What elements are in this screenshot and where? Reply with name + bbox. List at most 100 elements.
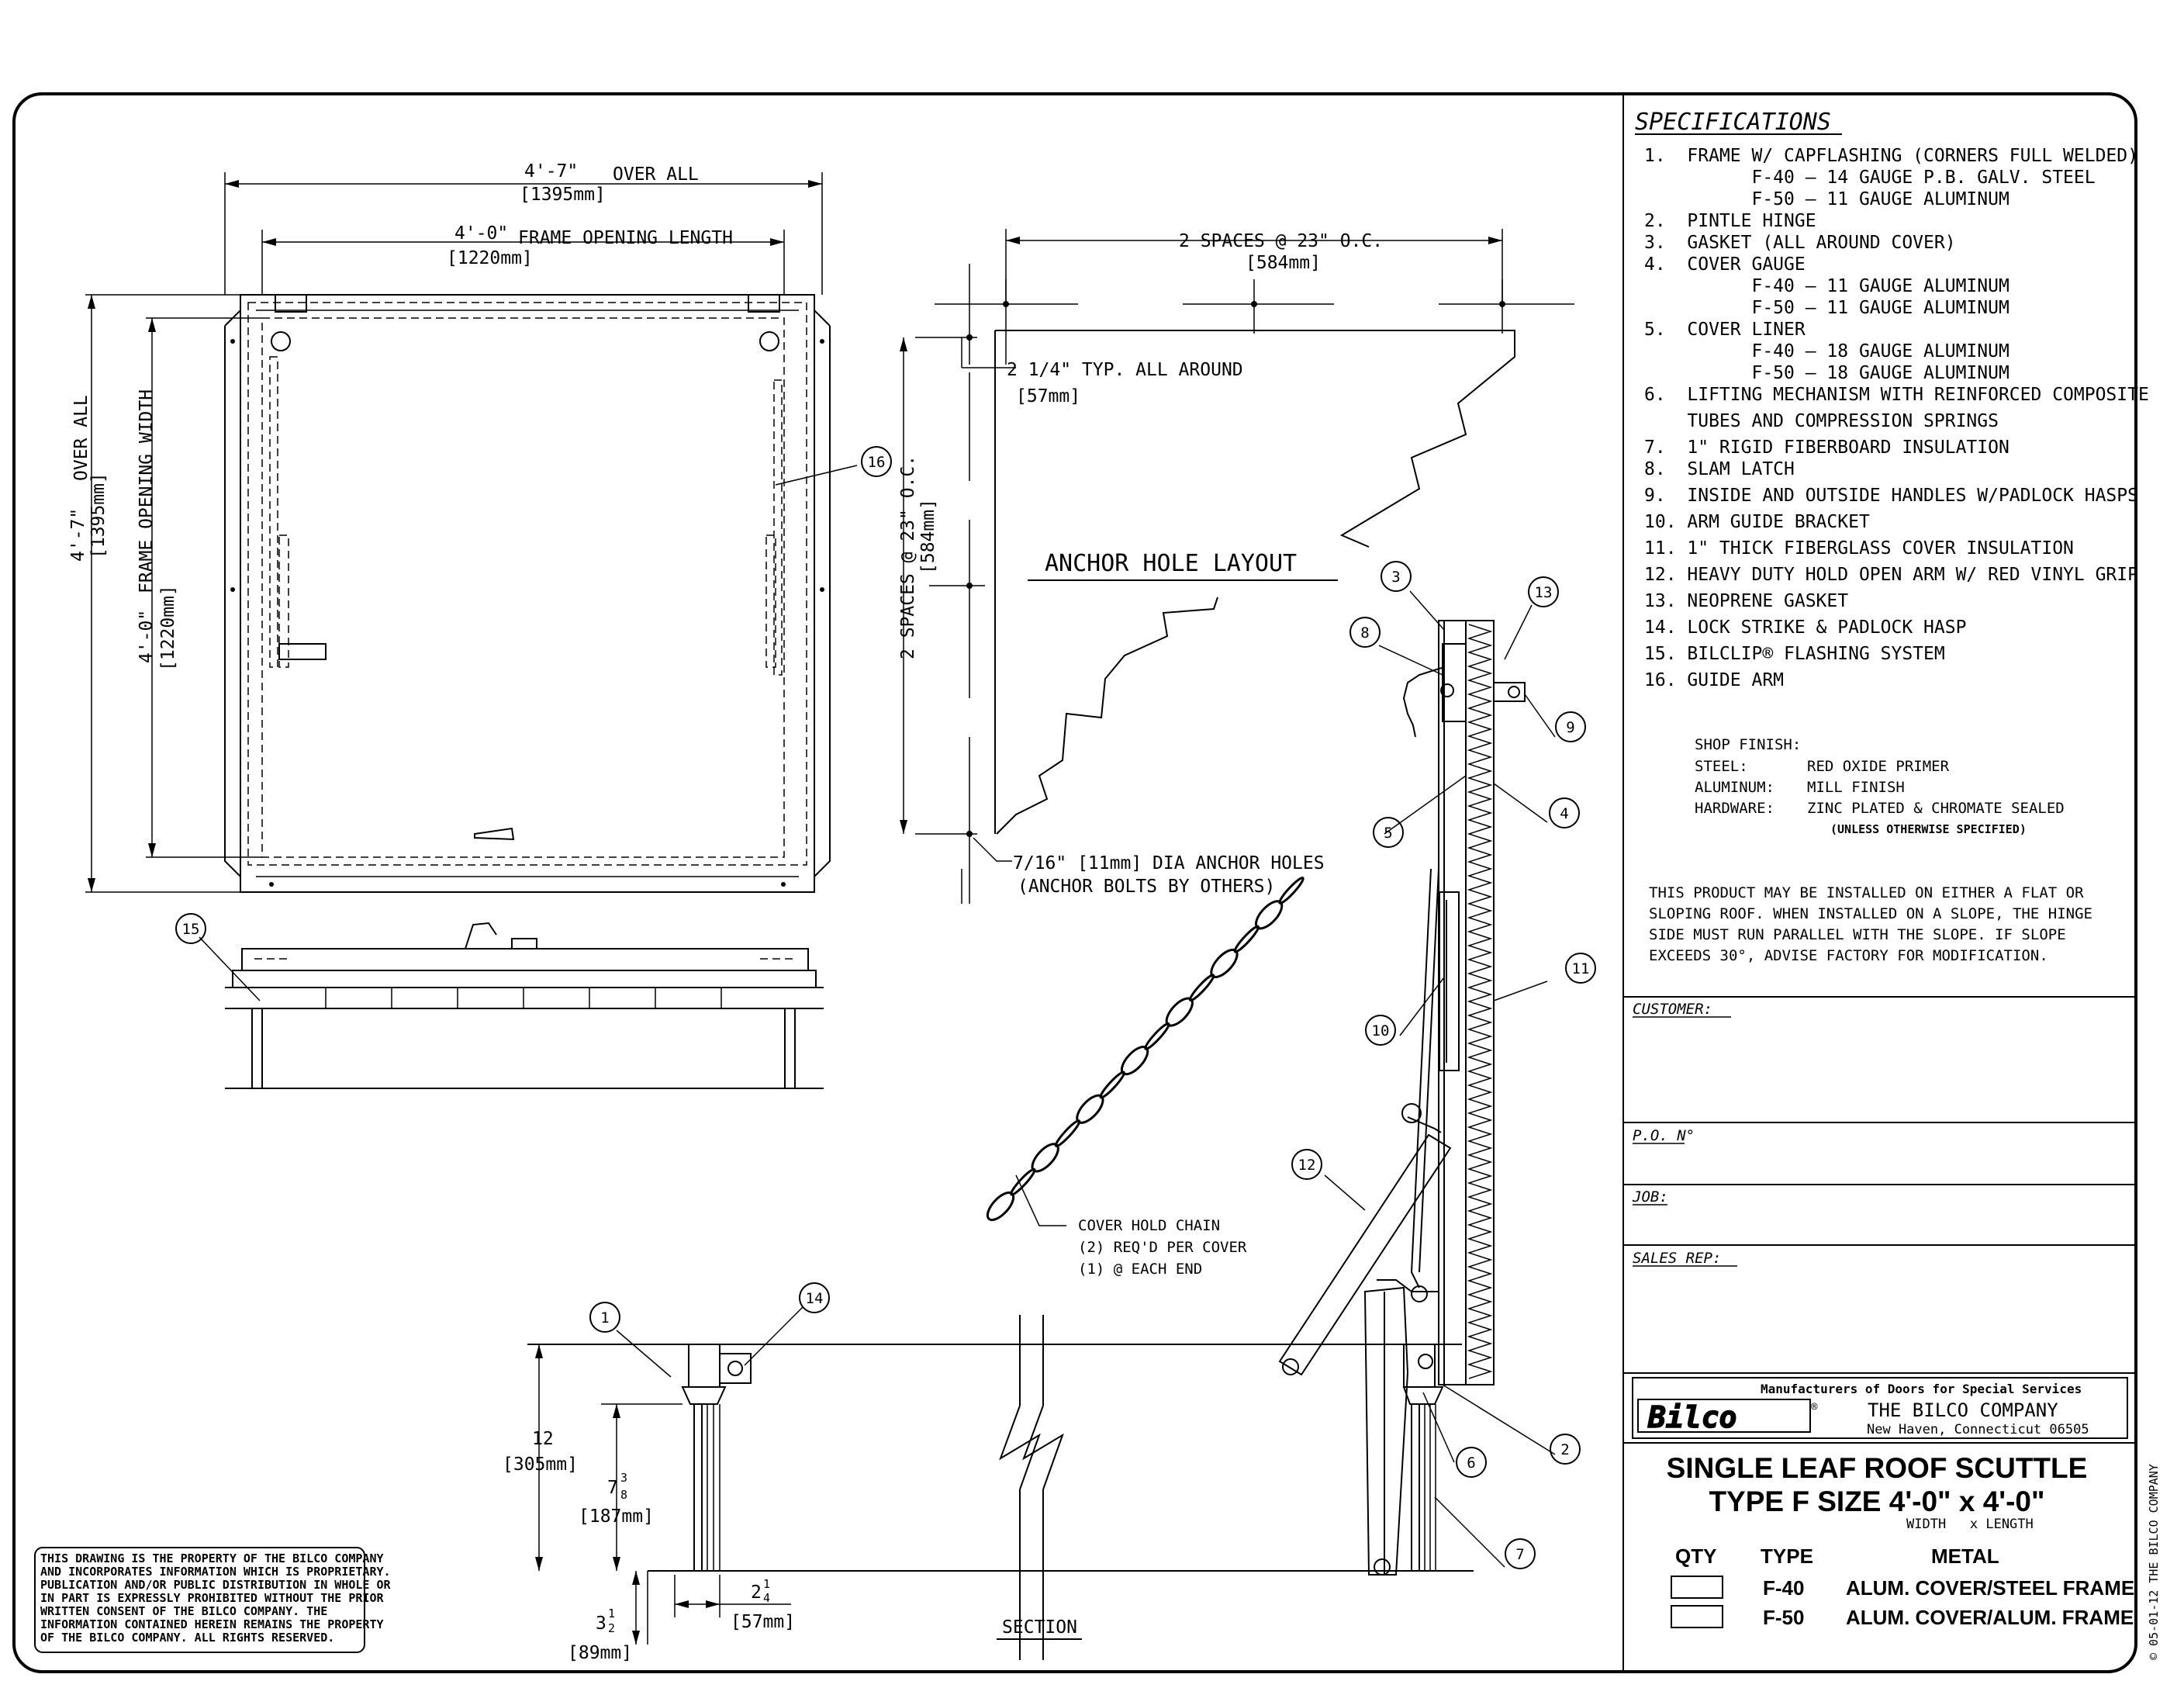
section-height-dim: 12 — [532, 1429, 554, 1449]
bilco-logo: Bilco — [1647, 1400, 1736, 1434]
section-width-den: 4 — [763, 1591, 770, 1605]
product-subtitle: WIDTH x LENGTH — [1906, 1517, 2034, 1532]
spec-line-3: F-50 – 11 GAUGE ALUMINUM — [1644, 189, 2009, 209]
spec-line-8: F-50 – 11 GAUGE ALUMINUM — [1644, 298, 2009, 318]
spec-line-14: 7. 1" RIGID FIBERBOARD INSULATION — [1644, 438, 2009, 458]
plan-side-overall-dim: 4'-7" — [68, 508, 88, 562]
plan-frame-length-mm: [1220mm] — [447, 248, 533, 268]
callout-8 — [1349, 617, 1381, 648]
callout-7-number: 7 — [1515, 1546, 1524, 1563]
elevation-view — [225, 922, 824, 1089]
callout-16-number: 16 — [868, 454, 886, 471]
plan-overall-note: OVER ALL — [613, 164, 699, 185]
spec-line-2: F-40 – 14 GAUGE P.B. GALV. STEEL — [1644, 168, 2096, 188]
company-tagline: Manufacturers of Doors for Special Servi… — [1761, 1382, 2082, 1396]
notice-line-4: IN PART IS EXPRESSLY PROHIBITED WITHOUT … — [40, 1591, 384, 1605]
drawing-border — [12, 92, 2137, 1673]
callout-9-number: 9 — [1566, 719, 1574, 736]
anchor-spacing-side: 2 SPACES @ 23" O.C. — [898, 455, 918, 659]
plan-view: 4'-7" OVER ALL [1395mm] 4'-0" FRAME OPEN… — [68, 161, 831, 893]
spec-line-1: 1. FRAME W/ CAPFLASHING (CORNERS FULL WE… — [1644, 146, 2138, 166]
callout-2 — [1550, 1434, 1581, 1465]
order-fields: CUSTOMER: P.O. N° JOB: SALES REP: — [1623, 996, 2136, 1374]
product-title-2: TYPE F SIZE 4'-0" x 4'-0" — [1709, 1486, 2044, 1517]
callout-10-number: 10 — [1372, 1022, 1390, 1039]
section-width-num: 1 — [763, 1577, 770, 1591]
po-label: P.O. N° — [1633, 1127, 1695, 1144]
finish-note: (UNLESS OTHERWISE SPECIFIED) — [1830, 822, 2027, 836]
spec-line-21: 14. LOCK STRIKE & PADLOCK HASP — [1644, 617, 1966, 638]
plan-frame-width-mm: [1220mm] — [158, 585, 178, 671]
finish-steel-key: STEEL: — [1695, 758, 1748, 775]
spec-line-15: 8. SLAM LATCH — [1644, 459, 1795, 479]
section-view: SECTION 12 [305mm] 7 3 8 [187mm] 2 1 4 [… — [503, 620, 1526, 1663]
spec-line-4: 2. PINTLE HINGE — [1644, 211, 1816, 231]
company-address: New Haven, Connecticut 06505 — [1867, 1422, 2089, 1437]
finish-hardware-key: HARDWARE: — [1695, 800, 1774, 817]
metal-f40: ALUM. COVER/STEEL FRAME — [1846, 1576, 2134, 1600]
anchor-spacing-side-mm: [584mm] — [918, 499, 938, 574]
install-note-3: SIDE MUST RUN PARALLEL WITH THE SLOPE. I… — [1649, 926, 2066, 943]
spec-line-9: 5. COVER LINER — [1644, 320, 1806, 340]
plan-side-overall-note: OVER ALL — [71, 395, 92, 481]
callout-5 — [1373, 817, 1404, 848]
callout-12-number: 12 — [1298, 1157, 1316, 1174]
callout-1-number: 1 — [600, 1309, 609, 1327]
callout-12 — [1291, 1149, 1322, 1180]
spec-line-17: 10. ARM GUIDE BRACKET — [1644, 512, 1870, 532]
finish-hardware-value: ZINC PLATED & CHROMATE SEALED — [1807, 800, 2065, 817]
spec-line-20: 13. NEOPRENE GASKET — [1644, 591, 1848, 611]
finish-heading: SHOP FINISH: — [1695, 736, 1801, 753]
plan-frame-width-note: FRAME OPENING WIDTH — [136, 389, 157, 593]
chain-link — [1144, 1022, 1170, 1050]
qty-box-f40[interactable] — [1671, 1576, 1723, 1599]
col-metal-header: METAL — [1931, 1544, 1999, 1568]
anchor-spacing-top: 2 SPACES @ 23" O.C. — [1179, 231, 1383, 251]
company-block: Manufacturers of Doors for Special Servi… — [1623, 1377, 2136, 1444]
spec-line-11: F-50 – 18 GAUGE ALUMINUM — [1644, 363, 2009, 383]
section-inner-height-den: 8 — [620, 1488, 627, 1502]
notice-line-3: PUBLICATION AND/OR PUBLIC DISTRIBUTION I… — [40, 1578, 392, 1592]
section-width-mm: [57mm] — [731, 1612, 795, 1632]
callout-5-number: 5 — [1384, 825, 1392, 842]
product-title-1: SINGLE LEAF ROOF SCUTTLE — [1667, 1452, 2088, 1484]
property-notice: THIS DRAWING IS THE PROPERTY OF THE BILC… — [34, 1547, 392, 1653]
chain-note-1: COVER HOLD CHAIN — [1078, 1217, 1220, 1234]
spec-line-22: 15. BILCLIP® FLASHING SYSTEM — [1644, 644, 1945, 664]
callout-11 — [1565, 953, 1596, 984]
spec-line-12: 6. LIFTING MECHANISM WITH REINFORCED COM… — [1644, 385, 2149, 405]
finish-aluminum-value: MILL FINISH — [1807, 779, 1905, 796]
chain-link — [1010, 1167, 1036, 1196]
callout-15 — [175, 913, 206, 944]
anchor-hole-layout: 2 SPACES @ 23" O.C. [584mm] 2 SPACES @ 2… — [898, 229, 1574, 904]
plan-side-overall-mm: [1395mm] — [88, 472, 109, 559]
callout-7 — [1505, 1538, 1536, 1569]
chain-link — [1278, 877, 1305, 905]
section-inner-height-dim: 7 — [607, 1478, 618, 1498]
spec-line-7: F-40 – 11 GAUGE ALUMINUM — [1644, 276, 2009, 296]
callout-8-number: 8 — [1360, 624, 1369, 642]
spec-line-19: 12. HEAVY DUTY HOLD OPEN ARM W/ RED VINY… — [1644, 565, 2138, 585]
callout-3-number: 3 — [1391, 569, 1400, 586]
job-label: JOB: — [1632, 1188, 1668, 1205]
specifications: SPECIFICATIONS 1. FRAME W/ CAPFLASHING (… — [1635, 109, 2149, 964]
anchor-bolts-note: (ANCHOR BOLTS BY OTHERS) — [1018, 877, 1275, 897]
chain-note-3: (1) @ EACH END — [1078, 1261, 1202, 1278]
chain-link — [1188, 974, 1215, 1002]
callout-14-number: 14 — [806, 1290, 824, 1307]
metal-f50: ALUM. COVER/ALUM. FRAME — [1846, 1606, 2134, 1629]
company-name: THE BILCO COMPANY — [1868, 1399, 2058, 1421]
qty-box-f50[interactable] — [1671, 1605, 1723, 1628]
sales-rep-label: SALES REP: — [1633, 1250, 1721, 1267]
type-f40: F-40 — [1763, 1576, 1804, 1600]
callout-14 — [799, 1282, 830, 1313]
customer-label: CUSTOMER: — [1633, 1001, 1712, 1018]
section-height-mm: [305mm] — [503, 1455, 578, 1475]
chain-link — [1054, 1119, 1081, 1147]
plan-frame-length-note: FRAME OPENING LENGTH — [518, 228, 733, 248]
section-label: SECTION — [1002, 1617, 1077, 1638]
install-note-2: SLOPING ROOF. WHEN INSTALLED ON A SLOPE,… — [1649, 905, 2092, 922]
callouts: 1 2 3 4 5 6 7 8 9 10 11 12 13 14 15 16 — [175, 446, 1596, 1569]
notice-line-1: THIS DRAWING IS THE PROPERTY OF THE BILC… — [40, 1551, 384, 1565]
